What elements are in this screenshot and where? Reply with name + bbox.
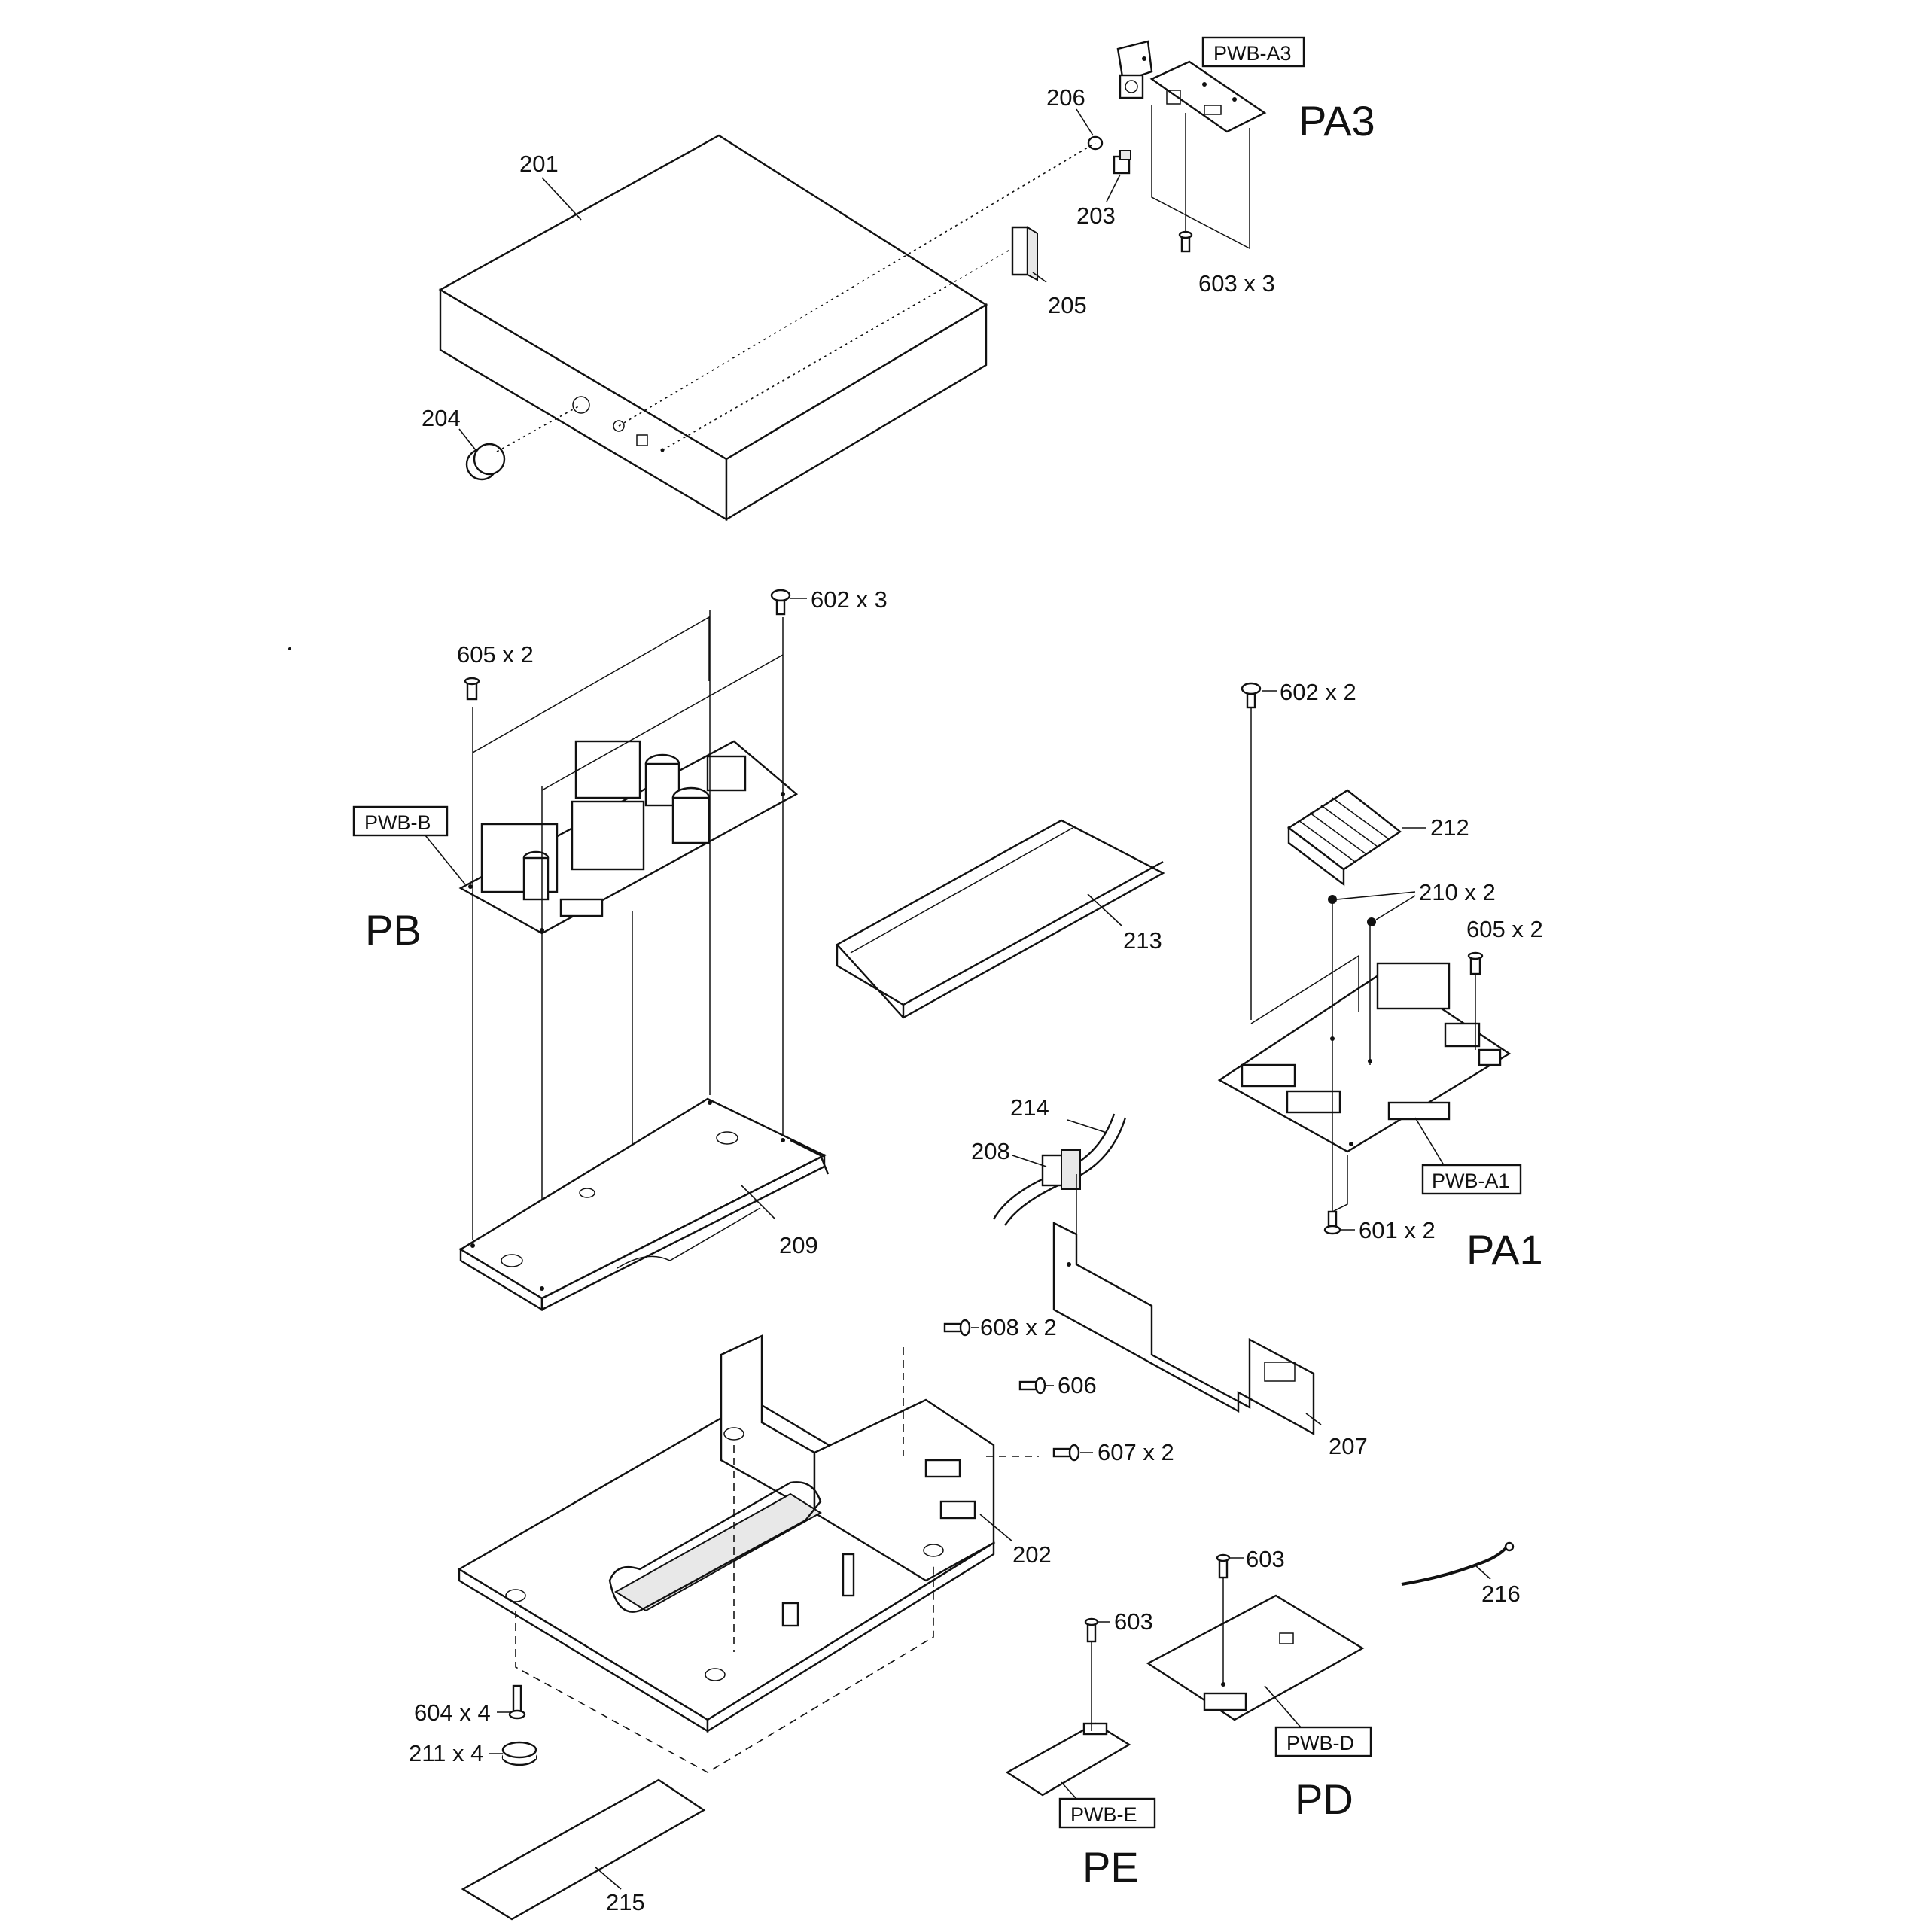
label-210x2: 210 x 2 — [1419, 879, 1496, 905]
label-pwb-e: PWB-E — [1070, 1803, 1137, 1826]
label-603-pd: 603 — [1246, 1546, 1285, 1572]
speck — [288, 647, 291, 650]
label-215: 215 — [606, 1889, 645, 1915]
screw-602 — [770, 589, 791, 602]
knob-204 — [465, 443, 506, 481]
label-216: 216 — [1481, 1581, 1521, 1607]
label-205: 205 — [1048, 292, 1087, 318]
screw-602b — [1241, 682, 1262, 695]
sheet-215 — [461, 1778, 706, 1921]
label-206: 206 — [1046, 84, 1085, 111]
group-pa3: PA3 — [1299, 97, 1375, 145]
pwb-a1-labelbox — [1421, 1164, 1522, 1195]
label-208: 208 — [971, 1138, 1010, 1164]
pwb-d-board — [1146, 1594, 1365, 1721]
label-212: 212 — [1430, 814, 1469, 841]
label-204: 204 — [422, 405, 461, 431]
pwb-a3-board — [1116, 40, 1267, 133]
wire-216 — [1401, 1541, 1515, 1586]
label-607x2: 607 x 2 — [1098, 1439, 1174, 1465]
pwb-b-labelbox — [352, 805, 449, 837]
label-202: 202 — [1012, 1541, 1052, 1568]
label-209: 209 — [779, 1232, 818, 1258]
label-603x3: 603 x 3 — [1198, 270, 1275, 297]
part-210 — [1328, 895, 1337, 904]
pwb-d-labelbox — [1274, 1726, 1372, 1757]
label-207: 207 — [1329, 1433, 1368, 1459]
label-605x2a: 605 x 2 — [457, 641, 534, 668]
group-pb: PB — [365, 906, 422, 954]
base-chassis-202 — [457, 1334, 996, 1733]
part-203 — [1113, 150, 1131, 175]
group-pa1: PA1 — [1466, 1226, 1543, 1273]
screw-608 — [943, 1319, 971, 1337]
label-603-pe: 603 — [1114, 1608, 1153, 1635]
chassis-209 — [458, 1097, 830, 1312]
cable-214 — [992, 1113, 1127, 1226]
label-602x2: 602 x 2 — [1280, 679, 1356, 705]
screw-604 — [512, 1684, 522, 1714]
label-203: 203 — [1076, 202, 1116, 229]
heatsink-212 — [1286, 789, 1402, 887]
foot-211 — [501, 1741, 537, 1766]
label-pwb-b: PWB-B — [364, 811, 431, 834]
pwb-e-labelbox — [1058, 1797, 1156, 1829]
pwb-e-board — [1005, 1722, 1131, 1797]
screw-607 — [1052, 1444, 1080, 1462]
label-601x2: 601 x 2 — [1359, 1217, 1436, 1243]
group-pd: PD — [1295, 1775, 1353, 1823]
label-pwb-a1: PWB-A1 — [1432, 1170, 1510, 1192]
label-211x4: 211 x 4 — [409, 1740, 483, 1766]
pwb-a1-board — [1217, 962, 1512, 1153]
label-602x3: 602 x 3 — [811, 586, 888, 613]
screw-606 — [1018, 1377, 1046, 1395]
channel-213 — [836, 819, 1165, 1019]
part-205 — [1011, 226, 1038, 281]
label-pwb-a3: PWB-A3 — [1213, 42, 1292, 65]
pwb-a3-labelbox — [1201, 36, 1305, 68]
label-201: 201 — [519, 151, 559, 177]
label-605x2b: 605 x 2 — [1466, 916, 1543, 942]
pwb-b-board — [458, 740, 799, 935]
label-606: 606 — [1058, 1372, 1097, 1398]
label-608x2: 608 x 2 — [980, 1314, 1057, 1340]
label-pwb-d: PWB-D — [1286, 1732, 1354, 1754]
label-604x4: 604 x 4 — [414, 1699, 491, 1726]
top-cover-201 — [438, 134, 988, 522]
bracket-207 — [1052, 1174, 1315, 1436]
group-pe: PE — [1082, 1843, 1139, 1891]
label-214: 214 — [1010, 1094, 1049, 1121]
label-213: 213 — [1123, 927, 1162, 954]
